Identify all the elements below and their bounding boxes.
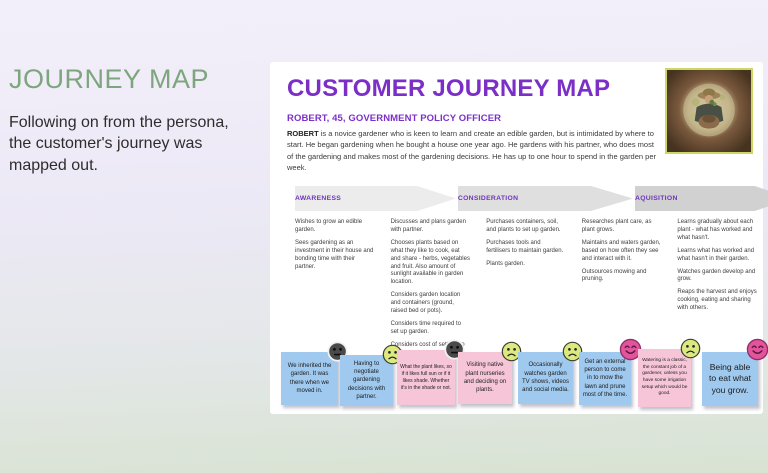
stage-item: Considers garden location and containers… bbox=[390, 292, 461, 315]
stage-column-aquisition: Purchases containers, soil, and plants t… bbox=[486, 219, 582, 363]
stage-item: Watches garden develop and grow. bbox=[677, 268, 756, 283]
sticky-note-text: Occasionally watches garden TV shows, vi… bbox=[521, 362, 570, 394]
sticky-note-4: Visiting native plant nurseries and deci… bbox=[458, 341, 522, 404]
stage-arrow-consideration: CONSIDERATION bbox=[457, 186, 633, 211]
stage-column-loyalty: Learns gradually about each plant - what… bbox=[677, 219, 768, 363]
stage-item: Considers time required to set up garden… bbox=[390, 320, 461, 335]
page-description: Following on from the persona, the custo… bbox=[9, 114, 229, 174]
happy-face-icon bbox=[746, 338, 768, 361]
sticky-note-text: We inherited the garden. It was there wh… bbox=[287, 362, 332, 394]
stage-columns: Wishes to grow an edible garden. Sees ga… bbox=[295, 219, 768, 363]
sticky-note-text: Being able to eat what you grow. bbox=[708, 362, 752, 395]
stage-item: Learns gradually about each plant - what… bbox=[677, 219, 754, 241]
stage-arrow-awareness: AWARENESS bbox=[295, 186, 456, 211]
panel-title: CUSTOMER JOURNEY MAP bbox=[287, 75, 611, 102]
stage-item: Discusses and plans garden with partner. bbox=[390, 219, 466, 233]
sticky-note-1: We inherited the garden. It was there wh… bbox=[281, 341, 348, 405]
stage-label: AQUISITION bbox=[635, 195, 678, 202]
sticky-note-5: Occasionally watches garden TV shows, vi… bbox=[518, 341, 583, 404]
stage-item: Plants garden. bbox=[486, 260, 525, 267]
sticky-note-text: Watering is a classic, the constant job … bbox=[641, 357, 688, 397]
stage-item: Learns what has worked and what hasn't i… bbox=[677, 247, 755, 262]
persona-description: ROBERT is a novice gardener who is keen … bbox=[287, 128, 659, 173]
stage-item: Researches plant care, as plant grows. bbox=[581, 219, 652, 233]
stage-item: Sees gardening as an investment in their… bbox=[295, 239, 374, 270]
stage-item: Outsources mowing and pruning. bbox=[581, 268, 647, 283]
stage-item: Wishes to grow an edible garden. bbox=[295, 219, 363, 233]
stage-column-awareness: Wishes to grow an edible garden. Sees ga… bbox=[295, 219, 391, 363]
stage-item: Chooses plants based on what they like t… bbox=[390, 239, 470, 286]
gardener-photo bbox=[665, 68, 753, 154]
persona-text-body: is a novice gardener who is keen to lear… bbox=[287, 129, 656, 172]
stage-item: Reaps the harvest and enjoys cooking, ea… bbox=[677, 289, 757, 312]
sticky-note-text: What the plant likes, so if it likes ful… bbox=[400, 363, 452, 391]
stage-column-service: Researches plant care, as plant grows. M… bbox=[582, 219, 678, 363]
sticky-note-7: Watering is a classic, the constant job … bbox=[638, 338, 701, 407]
sticky-note-text: Get an external person to come in to mow… bbox=[582, 358, 628, 399]
left-section: JOURNEY MAP Following on from the person… bbox=[9, 64, 254, 176]
sticky-note-8: Being able to eat what you grow. bbox=[702, 338, 768, 406]
sad-face-icon bbox=[680, 338, 701, 359]
stage-column-consideration: Discusses and plans garden with partner.… bbox=[391, 219, 487, 363]
page-title: JOURNEY MAP bbox=[9, 64, 210, 94]
sad-face-icon bbox=[562, 341, 583, 362]
stage-item: Purchases tools and fertilisers to maint… bbox=[486, 239, 564, 254]
sticky-note-text: Having to negotiate gardening decisions … bbox=[347, 360, 386, 401]
happy-face-icon bbox=[619, 338, 642, 361]
stage-label: CONSIDERATION bbox=[457, 195, 519, 202]
stage-arrow-row: AWARENESS CONSIDERATION AQUISITION SERVI… bbox=[295, 186, 768, 211]
sticky-note-text: Visiting native plant nurseries and deci… bbox=[463, 362, 507, 394]
stage-item: Purchases containers, soil, and plants t… bbox=[486, 219, 561, 233]
stage-arrow-aquisition: AQUISITION bbox=[635, 186, 768, 211]
persona-name: ROBERT bbox=[287, 129, 319, 138]
stage-label: AWARENESS bbox=[295, 195, 342, 202]
persona-heading: ROBERT, 45, GOVERNMENT POLICY OFFICER bbox=[287, 113, 502, 124]
sticky-note-6: Get an external person to come in to mow… bbox=[579, 338, 642, 405]
stage-item: Maintains and waters garden, based on ho… bbox=[581, 239, 661, 262]
sticky-note-2: Having to negotiate gardening decisions … bbox=[340, 344, 403, 406]
sticky-note-3: What the plant likes, so if it likes ful… bbox=[397, 339, 465, 405]
sad-face-icon bbox=[501, 341, 522, 362]
